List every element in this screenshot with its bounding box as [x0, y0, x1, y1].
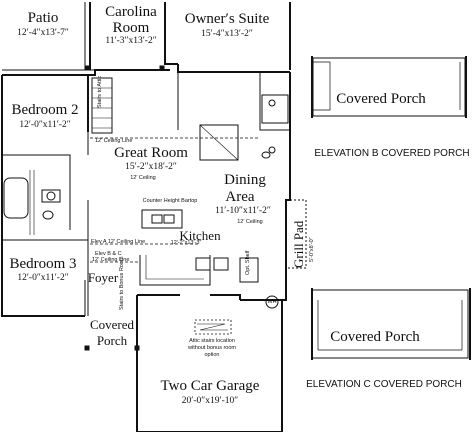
garage-name: Two Car Garage: [160, 378, 260, 394]
attic-stairs-note2: without bonus room: [188, 345, 236, 351]
porch-name2: Porch: [96, 333, 128, 348]
elevation-b-posts: [313, 61, 461, 111]
elevation-b-wall: [311, 56, 467, 118]
elevation-c-porch: Covered Porch: [330, 329, 420, 345]
attic-stairs-note1: Attic stairs location: [189, 338, 235, 344]
kitchen-counter: [145, 255, 204, 280]
elevation-b-porch: Covered Porch: [336, 91, 426, 107]
attic-stairs-zigzag: [197, 323, 228, 331]
bedroom3-dim: 12′-0″x11′-2″: [17, 273, 69, 283]
bedroom3-name: Bedroom 3: [9, 256, 77, 272]
elevation-c-inner: [317, 300, 463, 351]
fridge: [195, 257, 211, 271]
range: [213, 257, 229, 271]
patio-dim: 12′-4″x13′-7″: [17, 28, 69, 38]
elev-bc-note: Elev B & C: [95, 251, 122, 257]
sink: [151, 214, 163, 224]
toilet: [42, 210, 54, 220]
sink: [268, 146, 276, 154]
elev-bc-ceiling-note: 12′ Ceiling Line: [92, 257, 130, 263]
porch-post: [84, 345, 90, 351]
carolina-name1: Carolina: [105, 4, 157, 20]
bedroom2-name: Bedroom 2: [11, 102, 79, 118]
exterior-wall: [88, 69, 170, 76]
grill-pad-dim: 5′-0″x8′-0″: [309, 237, 315, 262]
tub: [261, 94, 289, 124]
post: [159, 65, 165, 71]
stairs-attic-note: Stairs to Attic: [97, 75, 103, 108]
bathtub: [3, 177, 29, 219]
attic-stairs-note3: option: [204, 352, 220, 358]
kitchen-dim: 12′-2″x13′-3″: [170, 240, 202, 246]
elevation-b-caption: ELEVATION B COVERED PORCH: [314, 148, 470, 159]
water-heater: [265, 295, 279, 309]
dining-dim: 11′-10″x11′-2″: [215, 206, 271, 216]
stair-treads: [92, 87, 112, 129]
elev-a-ceiling-note: Elev A 12′ Ceiling Line: [91, 239, 146, 245]
patio-name: Patio: [27, 10, 59, 26]
shower: [199, 124, 239, 161]
elevation-c-caption: ELEVATION C COVERED PORCH: [306, 379, 462, 390]
exterior-wall: [1, 240, 85, 317]
porch-post: [134, 345, 140, 351]
foyer-name: Foyer: [87, 270, 119, 285]
bedroom2-dim: 12′-0″x11′-2″: [19, 120, 71, 130]
garage-dim: 20′-0″x19′-10″: [181, 396, 239, 406]
pantry: [239, 257, 259, 283]
dining-name2: Area: [225, 189, 255, 205]
interior-wall: [259, 72, 290, 131]
opt-shelf-note: Opt. Shelf: [245, 250, 251, 275]
exterior-wall: [210, 294, 241, 300]
bartop-note: Counter Height Bartop: [142, 198, 198, 204]
great-room-name: Great Room: [114, 145, 188, 161]
sink: [268, 99, 276, 107]
grill-pad-box: [285, 199, 307, 269]
wh-note: WH: [267, 299, 277, 305]
carolina-dim: 11′-3″x13′-2″: [105, 36, 157, 46]
elevation-c-outline: [311, 289, 469, 359]
owners-suite-dim: 15′-4″x13′-2″: [201, 29, 253, 39]
closet-shelves: [29, 170, 35, 235]
sink: [46, 191, 56, 201]
interior-wall: [2, 154, 71, 175]
dining-name1: Dining: [224, 172, 266, 188]
great-room-ceiling: 12′ Ceiling: [130, 175, 156, 181]
great-room-dim: 15′-2″x18′-2″: [125, 162, 177, 172]
post: [85, 65, 91, 71]
stairs-bonus-note: Stairs to Bonus Room: [119, 256, 125, 311]
toilet: [261, 151, 271, 159]
sink: [163, 214, 175, 224]
elevation-c-wall: [311, 288, 471, 360]
dining-ceiling: 12′ Ceiling: [237, 219, 263, 225]
ceiling-line-note: 12′ Ceiling Line: [95, 138, 133, 144]
carolina-name2: Room: [112, 20, 150, 36]
elevation-b-outline: [312, 57, 466, 117]
kitchen-name: Kitchen: [179, 228, 221, 243]
kitchen-island: [141, 209, 183, 229]
porch-name1: Covered: [89, 317, 135, 332]
owners-suite-name: Owner′s Suite: [184, 11, 270, 27]
attic-stairs: [194, 319, 232, 335]
shower-diagonal: [199, 124, 239, 161]
grill-pad-name: Grill Pad: [291, 220, 306, 268]
stairs-attic: [91, 77, 113, 134]
exterior-wall: [164, 2, 178, 65]
vanity: [41, 189, 61, 203]
exterior-wall: [177, 64, 290, 73]
